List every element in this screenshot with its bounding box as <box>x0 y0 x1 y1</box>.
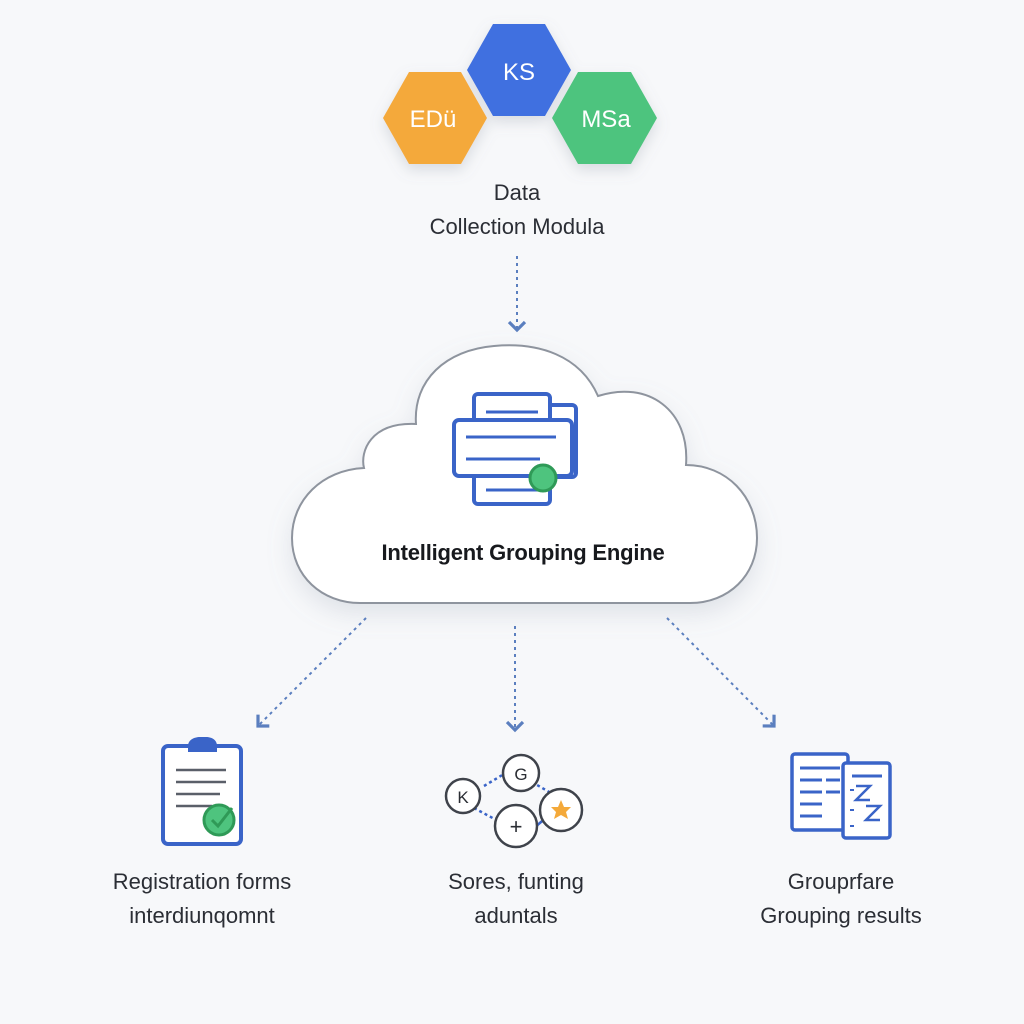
arrow-engine-to-registration <box>256 617 367 728</box>
hex-label-ks: KS <box>503 59 535 86</box>
grouping-results-line2: Grouping results <box>760 903 922 928</box>
score-network-icon: K G + <box>444 753 584 849</box>
hex-label-msa: MSa <box>581 106 631 133</box>
grouping-results-line1: Grouprfare <box>787 869 895 894</box>
star-icon <box>551 800 571 819</box>
engine-title: Intelligent Grouping Engine <box>381 540 665 565</box>
hex-module-ks[interactable]: KS <box>467 24 571 116</box>
grouping-results-label: Grouprfare Grouping results <box>716 865 966 933</box>
registration-forms-label: Registration forms interdiunqomnt <box>82 865 322 933</box>
document-stack-icon <box>452 392 578 506</box>
arrow-engine-to-results <box>666 617 776 728</box>
clipboard-form-icon <box>161 737 243 846</box>
data-collection-hexagons: EDü MSa KS <box>383 24 657 164</box>
data-collection-label-line2: Collection Modula <box>429 214 605 239</box>
status-dot-icon <box>528 463 558 493</box>
registration-forms-line1: Registration forms <box>112 869 292 894</box>
node-k-label: K <box>457 788 469 807</box>
scores-label: Sores, funting aduntals <box>396 865 636 933</box>
hex-module-edu[interactable]: EDü <box>383 72 487 164</box>
node-k <box>444 777 482 815</box>
hex-label-edu: EDü <box>410 106 457 133</box>
grouping-results-icon <box>790 752 892 840</box>
hex-module-msa[interactable]: MSa <box>552 72 657 164</box>
data-collection-label: Data Collection Modula <box>384 176 650 244</box>
node-plus-label: + <box>510 814 523 839</box>
scores-line1: Sores, funting <box>448 869 584 894</box>
node-plus <box>493 803 539 849</box>
node-g-label: G <box>514 765 527 784</box>
scores-line2: aduntals <box>474 903 558 928</box>
registration-forms-line2: interdiunqomnt <box>129 903 275 928</box>
node-g <box>501 753 541 793</box>
data-collection-label-line1: Data <box>493 180 541 205</box>
